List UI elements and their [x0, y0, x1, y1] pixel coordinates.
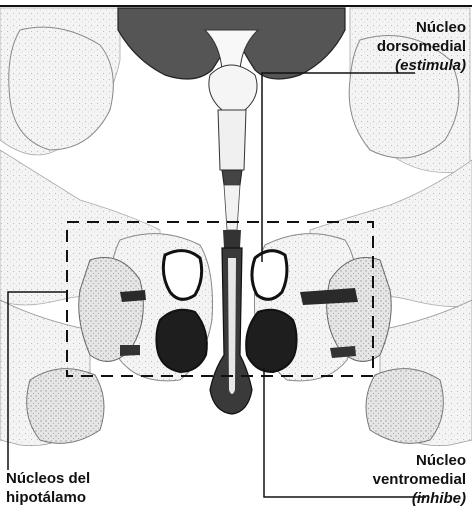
- ventromedial-nucleus-left: [156, 310, 206, 372]
- label-dorsomedial-name: dorsomedial: [377, 37, 466, 56]
- label-ventromedial-title: Núcleo: [373, 451, 466, 470]
- label-dorsomedial: Núcleo dorsomedial (estimula): [377, 18, 466, 75]
- midline-canal: [210, 110, 252, 414]
- dorsomedial-nucleus-left: [163, 251, 201, 300]
- third-ventricle-top: [118, 8, 345, 110]
- label-ventromedial: Núcleo ventromedial (inhibe): [373, 451, 466, 508]
- label-ventromedial-name: ventromedial: [373, 470, 466, 489]
- label-dorsomedial-action: (estimula): [377, 56, 466, 75]
- dorsomedial-nucleus-right: [252, 251, 287, 300]
- label-ventromedial-action: (inhibe): [373, 489, 466, 508]
- label-hypothalamus-line2: hipotálamo: [6, 488, 90, 507]
- label-hypothalamus-line1: Núcleos del: [6, 469, 90, 488]
- ventromedial-nucleus-right: [246, 310, 296, 372]
- label-dorsomedial-title: Núcleo: [377, 18, 466, 37]
- label-hypothalamus: Núcleos del hipotálamo: [6, 469, 90, 507]
